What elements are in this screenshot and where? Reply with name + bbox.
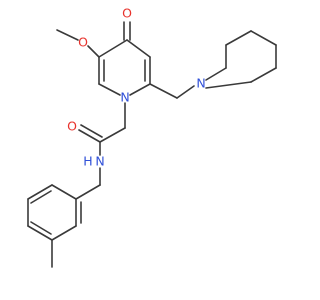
bond-carbonyl-o-2 (80, 124, 103, 138)
bond-bz-3-inner (30, 190, 52, 204)
bond-pip-3 (225, 30, 252, 46)
bond-ch2-aryl (75, 184, 101, 200)
piperidine-nitrogen-label: N (196, 76, 205, 91)
bond-bz-2 (51, 184, 77, 200)
bond-pip-1 (205, 67, 227, 81)
methoxy-oxygen-label: O (78, 35, 88, 50)
molecule-structure: O O N N O N H (27, 6, 277, 268)
bond-ch2-piperidine-n (176, 85, 195, 99)
ring-nitrogen-label: N (120, 90, 129, 105)
amide-oxygen-label: O (67, 119, 77, 134)
bond-bz-5 (27, 225, 53, 241)
bond-bz-3 (27, 184, 53, 200)
amide-hydrogen-label: H (83, 154, 92, 169)
bond-ring-c4-c3 (126, 39, 151, 58)
bond-pip-4 (250, 30, 277, 46)
bond-pip-6 (250, 67, 277, 83)
bond-pip-7 (205, 81, 252, 89)
amide-nitrogen-label: N (95, 154, 104, 169)
bond-ring-c5-c4 (98, 39, 128, 58)
bond-ring-n1-c6 (98, 83, 121, 96)
bond-methyl-methoxy (56, 29, 79, 41)
bond-ring-c2-n1 (129, 83, 151, 96)
bond-methoxy-ring (87, 45, 100, 58)
bond-bz-6 (51, 225, 77, 241)
bond-bz-5-inner (30, 221, 52, 235)
ketone-oxygen-label: O (122, 6, 132, 21)
bond-ring-ch2 (149, 83, 178, 99)
bond-ch2-carbonyl (99, 127, 126, 143)
bond-carbonyl-o-1 (78, 129, 101, 143)
